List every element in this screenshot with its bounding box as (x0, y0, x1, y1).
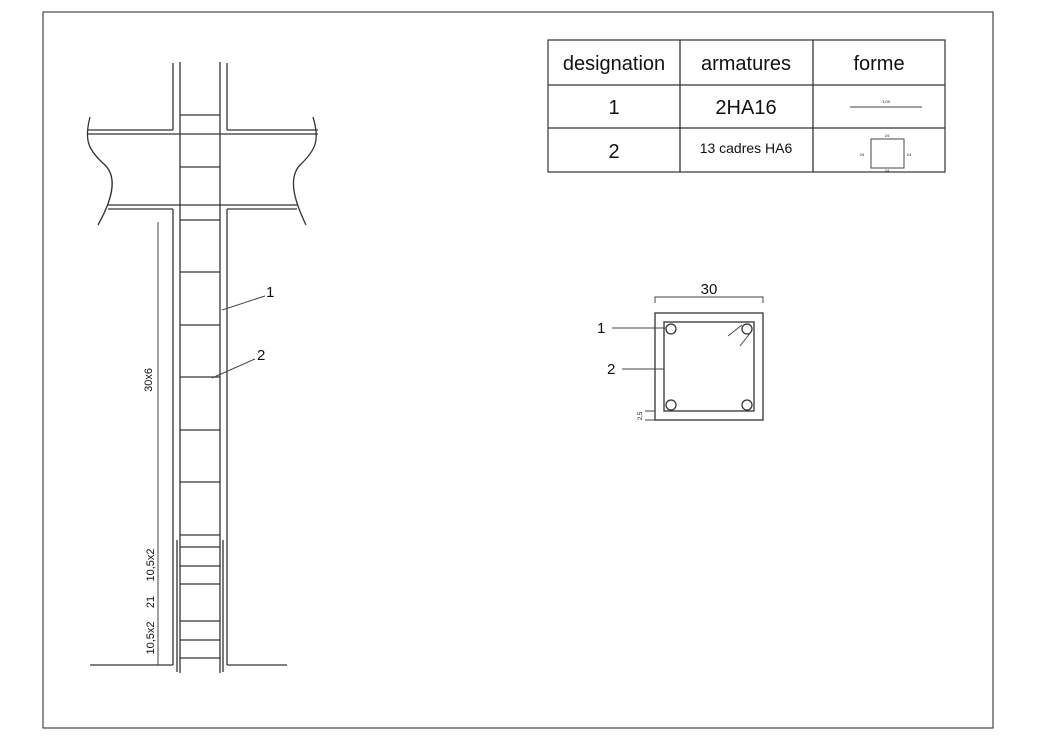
stirrup-dim-top: 24 (885, 133, 890, 138)
stirrup-dim-left: 24 (860, 152, 865, 157)
cover-label: 2,5 (638, 411, 644, 420)
break-line-right (292, 116, 317, 226)
dim-lower-2-label: 10,5x2 (145, 621, 157, 654)
header-armatures: armatures (701, 53, 791, 75)
row2-designation: 2 (608, 141, 619, 163)
dim-lower-1-label: 10,5x2 (145, 548, 157, 581)
leader-2-label: 2 (257, 347, 265, 364)
section-leader-1: 1 (597, 320, 605, 337)
section-width-label: 30 (701, 281, 718, 298)
stirrup-dim-right: 24 (907, 152, 912, 157)
dim-main-label: 30x6 (143, 368, 155, 392)
row1-armatures: 2HA16 (715, 97, 776, 119)
stirrup-shape (870, 138, 905, 169)
break-line-left (86, 116, 113, 226)
header-forme: forme (853, 53, 904, 75)
dim-middle-label: 21 (145, 596, 157, 608)
rebar-table: designation armatures forme 1 2HA16 3,05… (547, 39, 946, 173)
leader-1-label: 1 (266, 284, 274, 301)
sheet-frame (42, 11, 994, 729)
stirrup-dim-bottom: 24 (885, 168, 890, 173)
row1-designation: 1 (608, 97, 619, 119)
row2-armatures: 13 cadres HA6 (700, 140, 793, 156)
stirrups (180, 114, 220, 659)
header-designation: designation (563, 53, 665, 75)
column-elevation: 30x6 10,5x2 21 10,5x2 1 2 (86, 62, 318, 673)
column-section: 30 1 2 2,5 (597, 281, 764, 421)
section-leader-2: 2 (607, 361, 615, 378)
row1-forme-label: 3,05 (882, 99, 891, 104)
